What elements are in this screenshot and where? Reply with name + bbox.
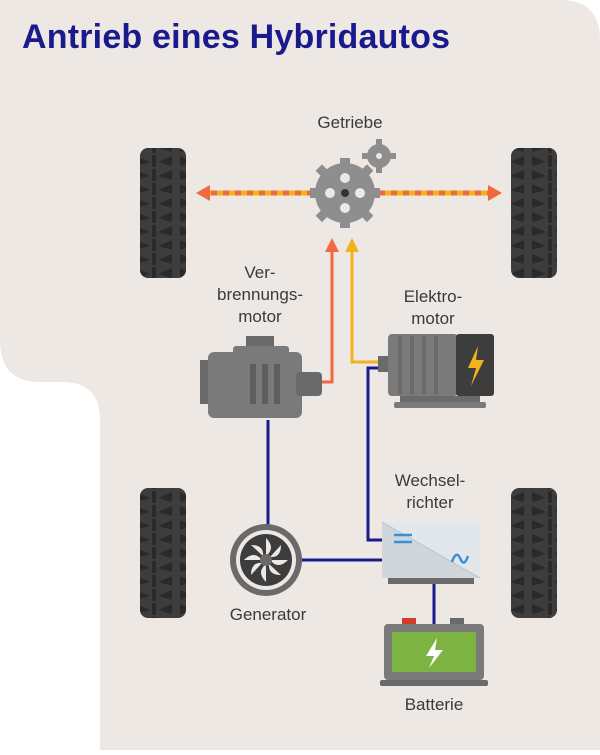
wechselrichter-label: Wechsel- richter bbox=[394, 471, 466, 512]
combustion-path bbox=[322, 238, 339, 384]
lightning-icon bbox=[426, 638, 443, 668]
electric-motor-icon bbox=[378, 334, 494, 408]
tire-icon bbox=[511, 148, 557, 278]
getriebe-label: Getriebe bbox=[317, 113, 383, 132]
tire-icon bbox=[140, 488, 186, 618]
verbrennungsmotor-label: Ver- brennungs- motor bbox=[216, 263, 303, 326]
page-title: Antrieb eines Hybridautos bbox=[22, 18, 451, 56]
tire-icon bbox=[140, 148, 186, 278]
generator-icon bbox=[230, 524, 302, 596]
battery-icon bbox=[380, 618, 488, 686]
lightning-icon bbox=[468, 346, 484, 386]
batterie-label: Batterie bbox=[404, 695, 464, 714]
gear-icon bbox=[310, 158, 380, 228]
gear-icon bbox=[362, 139, 396, 173]
elektromotor-label: Elektro- motor bbox=[403, 287, 463, 328]
generator-label: Generator bbox=[229, 605, 307, 624]
inverter-icon bbox=[381, 521, 481, 584]
engine-icon bbox=[200, 336, 322, 418]
electric-path bbox=[345, 238, 385, 364]
tire-icon bbox=[511, 488, 557, 618]
